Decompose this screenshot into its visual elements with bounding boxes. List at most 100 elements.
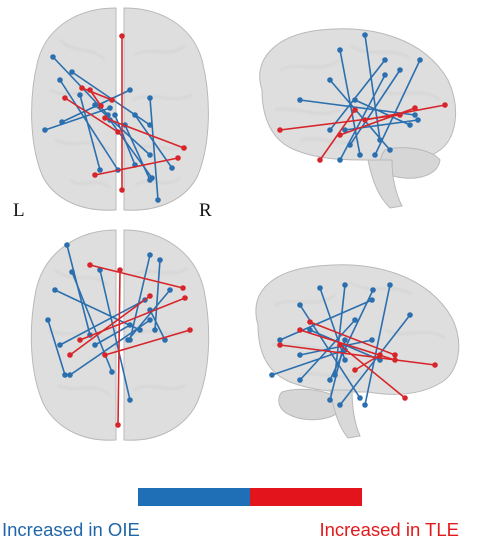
right-hemisphere [123, 229, 210, 441]
node-9-0 [407, 312, 413, 318]
oie-edge-2 [129, 254, 151, 341]
edges-sagittal-bottom [269, 282, 438, 408]
node-1-0 [362, 32, 368, 38]
node-7-0 [297, 377, 303, 383]
node-15-0 [352, 367, 358, 373]
node-7-1 [169, 165, 175, 171]
tle-edge-15 [104, 117, 185, 149]
node-11-0 [112, 112, 118, 118]
oie-edge-9 [124, 124, 151, 181]
oie-edge-7 [374, 59, 421, 156]
node-10-0 [157, 257, 163, 263]
node-4-1 [97, 167, 103, 173]
tle-edge-16 [79, 297, 186, 341]
node-7-1 [352, 317, 358, 323]
node-12-0 [277, 342, 283, 348]
node-2-0 [297, 97, 303, 103]
oie-edge-9 [339, 314, 411, 406]
right-hemisphere-label: R [199, 200, 212, 221]
oie-edge-10 [154, 259, 161, 331]
node-6-1 [407, 122, 413, 128]
node-7-1 [127, 322, 133, 328]
node-13-0 [62, 95, 68, 101]
node-17-1 [109, 97, 115, 103]
node-3-0 [382, 72, 388, 78]
node-3-0 [370, 287, 376, 293]
oie-edge-8 [271, 349, 346, 376]
oie-edge-7 [94, 324, 131, 346]
node-12-1 [412, 105, 418, 111]
oie-edge-4 [364, 284, 391, 406]
node-5-1 [147, 152, 153, 158]
node-9-1 [147, 317, 153, 323]
node-6-1 [369, 297, 375, 303]
cerebrum [255, 264, 460, 395]
edges-axial-bottom [45, 242, 193, 428]
node-1-0 [69, 69, 75, 75]
legend-tle-label: Increased in TLE [319, 519, 459, 540]
node-13-0 [362, 117, 368, 123]
node-5-0 [45, 317, 51, 323]
node-14-1 [402, 395, 408, 401]
node-11-1 [352, 107, 358, 113]
node-13-0 [117, 267, 123, 273]
node-10-1 [342, 337, 348, 343]
tle-edge-13 [117, 269, 121, 426]
colorbar-tle-segment [250, 488, 362, 506]
node-3-1 [109, 369, 115, 375]
node-9-1 [415, 117, 421, 123]
tle-edge-14 [104, 329, 191, 356]
oie-edge-1 [99, 269, 131, 401]
oie-edge-8 [59, 299, 146, 346]
oie-edge-6 [279, 299, 373, 341]
tle-edge-13 [64, 97, 119, 133]
node-10-1 [127, 87, 133, 93]
node-11-0 [297, 352, 303, 358]
node-3-0 [42, 127, 48, 133]
node-1-1 [342, 357, 348, 363]
node-17-0 [79, 85, 85, 91]
node-10-0 [277, 127, 283, 133]
oie-edge-10 [329, 339, 346, 401]
node-3-1 [337, 157, 343, 163]
node-9-0 [67, 372, 73, 378]
node-5-0 [307, 327, 313, 333]
node-14-1 [98, 103, 104, 109]
node-12-0 [337, 132, 343, 138]
sagittal-view-top [259, 28, 457, 209]
tle-edge-16 [94, 157, 179, 176]
node-16-1 [175, 155, 181, 161]
colorbar-oie-segment [138, 488, 250, 506]
node-12-1 [432, 362, 438, 368]
node-13-1 [442, 102, 448, 108]
node-15-1 [147, 293, 153, 299]
tle-edge-17 [81, 87, 113, 101]
tle-edge-13 [309, 321, 396, 356]
node-0-1 [357, 395, 363, 401]
node-14-0 [102, 352, 108, 358]
colorbar [138, 488, 362, 506]
node-4-0 [387, 282, 393, 288]
node-16-0 [77, 337, 83, 343]
oie-edge-3 [44, 107, 111, 131]
node-16-0 [92, 172, 98, 178]
node-12-1 [180, 285, 186, 291]
node-11-1 [167, 287, 173, 293]
tle-edge-15 [69, 295, 151, 356]
node-4-0 [52, 287, 58, 293]
edges-sagittal-top [277, 32, 448, 163]
node-0-0 [64, 242, 70, 248]
node-13-1 [115, 129, 121, 135]
node-3-0 [69, 269, 75, 275]
node-4-1 [362, 402, 368, 408]
brain-axial-bottom [30, 229, 210, 441]
node-2-0 [57, 77, 63, 83]
node-6-0 [352, 97, 358, 103]
node-8-0 [57, 342, 63, 348]
brain-sagittal-top [259, 28, 457, 209]
tle-edge-16 [299, 329, 396, 361]
node-3-1 [327, 377, 333, 383]
node-12-1 [119, 187, 125, 193]
axial-view-top [31, 7, 209, 211]
oie-edge-2 [334, 284, 346, 376]
